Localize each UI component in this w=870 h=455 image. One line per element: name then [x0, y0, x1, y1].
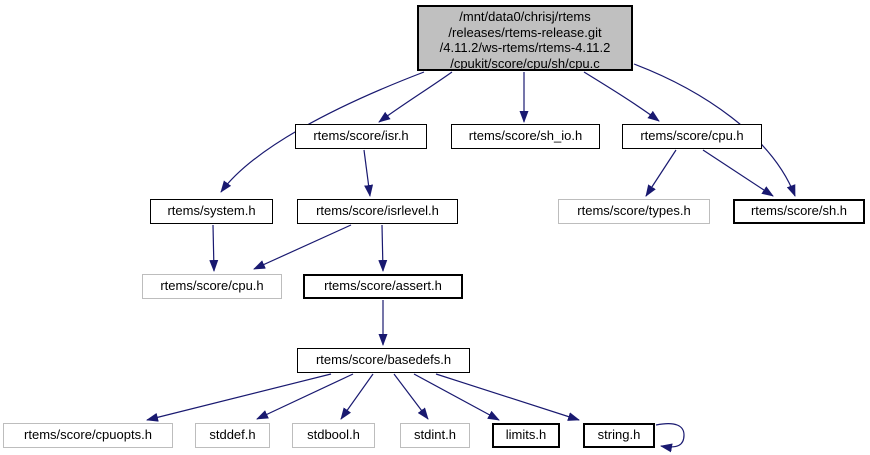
- edge-cpu_top-sh: [702, 149, 774, 197]
- node-stddef-h: stddef.h: [195, 423, 270, 448]
- node-rtems-system-h[interactable]: rtems/system.h: [150, 199, 273, 224]
- node-rtems-score-cpu-h-leaf: rtems/score/cpu.h: [142, 274, 282, 299]
- node-rtems-score-basedefs-h[interactable]: rtems/score/basedefs.h: [297, 348, 470, 373]
- edge-cpu_top-types: [645, 149, 677, 197]
- edge-isrlevel-assert: [378, 224, 388, 272]
- node-rtems-score-isrlevel-h[interactable]: rtems/score/isrlevel.h: [297, 199, 458, 224]
- node-rtems-score-cpu-h[interactable]: rtems/score/cpu.h: [622, 124, 762, 149]
- node-rtems-score-types-h: rtems/score/types.h: [558, 199, 710, 224]
- graph-root-node-cpu-c: /mnt/data0/chrisj/rtems /releases/rtems-…: [417, 5, 633, 71]
- edge-root-isr: [378, 71, 453, 123]
- node-rtems-score-cpuopts-h: rtems/score/cpuopts.h: [3, 423, 173, 448]
- node-rtems-score-sh-io-h[interactable]: rtems/score/sh_io.h: [451, 124, 600, 149]
- node-limits-h[interactable]: limits.h: [492, 423, 560, 448]
- node-stdbool-h: stdbool.h: [292, 423, 375, 448]
- edge-basedefs-limits: [413, 373, 500, 421]
- edge-basedefs-cpuopts: [146, 373, 332, 422]
- edge-isr-isrlevel: [363, 149, 374, 197]
- edge-root-sh: [633, 63, 796, 197]
- edge-isrlevel-cpu2: [253, 224, 352, 270]
- node-rtems-score-assert-h[interactable]: rtems/score/assert.h: [303, 274, 463, 299]
- node-stdint-h: stdint.h: [400, 423, 470, 448]
- node-rtems-score-sh-h[interactable]: rtems/score/sh.h: [733, 199, 865, 224]
- edge-basedefs-stddef: [256, 373, 354, 420]
- node-string-h[interactable]: string.h: [583, 423, 655, 448]
- node-rtems-score-isr-h[interactable]: rtems/score/isr.h: [295, 124, 427, 149]
- edge-string-self-loop: [655, 423, 685, 453]
- edge-basedefs-stdint: [393, 373, 429, 420]
- edge-basedefs-stdbool: [340, 373, 374, 420]
- edge-basedefs-string: [435, 373, 580, 421]
- edge-system-cpu2: [209, 224, 219, 272]
- edge-root-cpu_top: [583, 71, 660, 122]
